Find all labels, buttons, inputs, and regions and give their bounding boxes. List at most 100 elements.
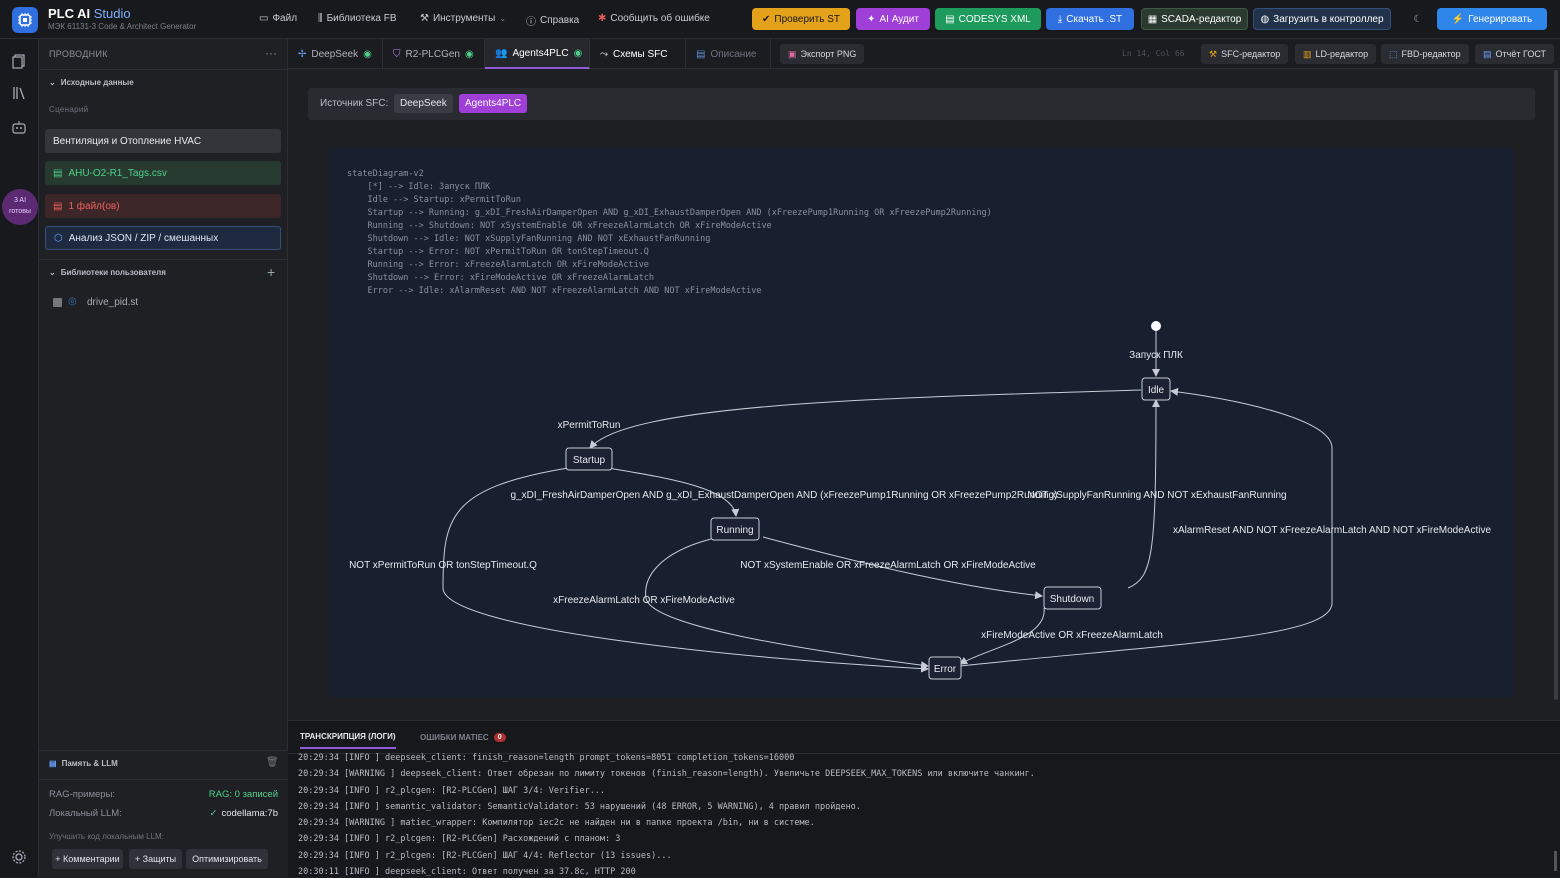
analyze-mixed-button[interactable]: ⬡Анализ JSON / ZIP / смешанных xyxy=(45,226,281,250)
cursor-position: Ln 14, Col 66 xyxy=(1122,49,1185,58)
ai-audit-button[interactable]: ✦AI Аудит xyxy=(856,8,930,30)
edge-label-startup-error: NOT xPermitToRun OR tonStepTimeout.Q xyxy=(349,560,537,571)
tab-r2-plcgen-label: R2-PLCGen xyxy=(405,48,460,60)
tab-deepseek[interactable]: ✢DeepSeek◉ xyxy=(288,39,383,69)
optimize-button[interactable]: Оптимизировать xyxy=(186,849,268,869)
wrench-icon: ⚒ xyxy=(1209,48,1218,59)
codesys-xml-button[interactable]: ▤CODESYS XML xyxy=(935,8,1041,30)
generate-button[interactable]: ⚡Генерировать xyxy=(1437,8,1547,30)
chevron-down-icon: ⌄ xyxy=(499,14,507,23)
scada-editor-label: SCADA-редактор xyxy=(1161,13,1242,25)
scenario-select[interactable]: Вентиляция и Отопление HVAC xyxy=(45,129,281,153)
analyze-mixed-label: Анализ JSON / ZIP / смешанных xyxy=(68,232,219,244)
files-icon[interactable] xyxy=(11,53,27,69)
source-option-deepseek[interactable]: DeepSeek xyxy=(394,94,453,113)
check-st-button[interactable]: ✔Проверить ST xyxy=(752,8,850,30)
menu-report-bug[interactable]: ✱Сообщить об ошибке xyxy=(598,13,710,24)
edge-label-startup-running: g_xDI_FreshAirDamperOpen AND g_xDI_Exhau… xyxy=(511,490,1058,501)
image-icon: ▣ xyxy=(788,48,797,59)
robot-icon[interactable] xyxy=(11,119,27,135)
scada-editor-button[interactable]: ▦SCADA-редактор xyxy=(1141,8,1248,30)
chevron-down-icon: ⌄ xyxy=(49,78,56,87)
add-comments-button[interactable]: + Комментарии xyxy=(52,849,123,869)
ai-ready-label: готовы xyxy=(9,208,31,215)
divider xyxy=(39,779,288,780)
theme-toggle-button[interactable]: ☾ xyxy=(1407,8,1429,30)
main-scrollbar[interactable] xyxy=(1554,70,1558,700)
tab-description[interactable]: ▤Описание xyxy=(686,39,771,69)
users-icon: 👥 xyxy=(495,47,508,59)
tab-sfc-schemes[interactable]: ⤳Схемы SFC xyxy=(590,39,686,69)
section-user-libs[interactable]: ⌄Библиотеки пользователя xyxy=(49,268,166,277)
gost-report-label: Отчёт ГОСТ xyxy=(1495,49,1547,59)
settings-gear-icon[interactable] xyxy=(11,849,27,865)
csv-file-item[interactable]: ▤AHU-O2-R1_Tags.csv xyxy=(45,161,281,185)
explorer-sidebar: ПРОВОДНИК ··· ⌄Исходные данные Сценарий … xyxy=(39,39,288,877)
gear-small-icon: ◎ xyxy=(68,296,77,307)
section-input-data[interactable]: ⌄Исходные данные xyxy=(49,78,134,87)
source-option-agents4plc[interactable]: Agents4PLC xyxy=(459,94,528,113)
wrench-icon: ⚒ xyxy=(420,13,429,24)
rag-value: RAG: 0 записей xyxy=(208,789,278,800)
divider xyxy=(39,69,288,70)
more-options-icon[interactable]: ··· xyxy=(265,46,277,60)
library-icon[interactable] xyxy=(11,85,27,101)
sfc-editor-button[interactable]: ⚒SFC-редактор xyxy=(1201,44,1289,64)
tab-r2-plcgen[interactable]: ⛉R2-PLCGen◉ xyxy=(383,39,485,69)
edge-label-shutdown-idle: NOT xSupplyFanRunning AND NOT xExhaustFa… xyxy=(1027,490,1286,501)
state-startup-label: Startup xyxy=(573,455,606,466)
log-scrollbar[interactable] xyxy=(1554,851,1557,871)
files-count-item[interactable]: ▤1 файл(ов) xyxy=(45,194,281,218)
fbd-editor-label: FBD-редактор xyxy=(1401,49,1461,59)
check-circle-icon: ✓ xyxy=(209,808,218,819)
gost-report-button[interactable]: ▤Отчёт ГОСТ xyxy=(1475,44,1555,64)
menu-fb-library-label: Библиотека FB xyxy=(326,13,397,24)
menu-file-label: Файл xyxy=(272,13,298,24)
state-error[interactable]: Error xyxy=(928,656,962,680)
upload-plc-button[interactable]: ◍Загрузить в контроллер xyxy=(1253,8,1391,30)
block-icon: ⬚ xyxy=(1389,48,1398,59)
menu-tools[interactable]: ⚒Инструменты⌄ xyxy=(420,13,506,24)
state-shutdown[interactable]: Shutdown xyxy=(1043,586,1102,610)
menu-report-bug-label: Сообщить об ошибке xyxy=(610,13,710,24)
globe-icon: ◍ xyxy=(1260,13,1270,25)
ld-editor-button[interactable]: ▥LD-редактор xyxy=(1295,44,1377,64)
scenario-value: Вентиляция и Отопление HVAC xyxy=(53,135,202,147)
lightning-icon: ⚡ xyxy=(1451,13,1465,25)
state-running[interactable]: Running xyxy=(710,517,760,541)
download-st-button[interactable]: ⤓Скачать .ST xyxy=(1046,8,1134,30)
lib-checkbox[interactable] xyxy=(53,298,62,307)
edge-startup-error xyxy=(442,467,929,673)
memory-title-text: Память & LLM xyxy=(61,759,118,768)
explorer-header: ПРОВОДНИК xyxy=(49,49,108,59)
export-png-button[interactable]: ▣Экспорт PNG xyxy=(780,44,865,64)
log-line: 20:29:34 [WARNING ] deepseek_client: Отв… xyxy=(298,769,1035,780)
edge-shutdown-error xyxy=(959,607,1045,665)
sfc-editor-label: SFC-редактор xyxy=(1221,49,1281,59)
moon-icon: ☾ xyxy=(1413,13,1423,25)
tab-agents4plc[interactable]: 👥Agents4PLC◉ xyxy=(485,39,590,69)
tab-transcript[interactable]: ТРАНСКРИПЦИЯ (ЛОГИ) xyxy=(300,732,396,749)
trash-icon[interactable]: 🗑 xyxy=(266,757,279,768)
deepseek-icon: ✢ xyxy=(298,48,307,60)
log-line: 20:29:34 [INFO ] r2_plcgen: [R2-PLCGen] … xyxy=(298,834,621,845)
menu-fb-library[interactable]: ⫼Библиотека FB xyxy=(318,13,397,24)
llm-model-name: codellama:7b xyxy=(221,808,278,819)
tab-agents4plc-label: Agents4PLC xyxy=(512,47,569,59)
fbd-editor-button[interactable]: ⬚FBD-редактор xyxy=(1381,44,1469,64)
check-circle-icon: ◉ xyxy=(464,48,474,60)
edge-label-start-idle: Запуск ПЛК xyxy=(1129,350,1183,361)
add-library-icon[interactable]: + xyxy=(267,264,276,280)
lib-file-name[interactable]: drive_pid.st xyxy=(87,297,139,308)
menu-file[interactable]: ▭Файл xyxy=(259,13,297,24)
log-lines: 20:29:34 [INFO ] deepseek_client: finish… xyxy=(298,750,1548,878)
sparkle-icon: ✦ xyxy=(867,13,876,25)
state-startup[interactable]: Startup xyxy=(565,447,613,471)
errors-count-badge: 0 xyxy=(493,733,506,742)
add-guards-button[interactable]: + Защиты xyxy=(129,849,182,869)
state-idle[interactable]: Idle xyxy=(1141,377,1171,401)
